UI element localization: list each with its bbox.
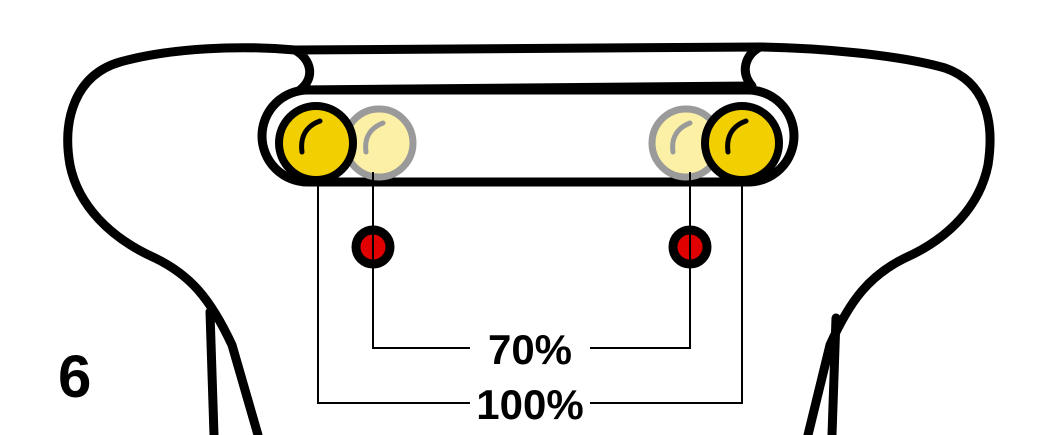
- leader-100-right: [590, 178, 743, 404]
- housing-right-inner-edge: [827, 313, 841, 435]
- housing-top-rail: [290, 42, 765, 95]
- lamp-full-icon: [275, 102, 357, 184]
- lamp-full-glint: [725, 118, 749, 155]
- leader-70-left: [372, 172, 470, 349]
- leader-lines: [317, 172, 743, 404]
- lamp-full-icon: [701, 102, 783, 184]
- lamp-dim-glint: [670, 120, 693, 155]
- label-70-percent: 70%: [488, 326, 572, 373]
- leader-70-right: [590, 172, 691, 349]
- housing-right-outline: [755, 42, 995, 435]
- lamp-full-right: [701, 102, 783, 184]
- housing-left-outline: [63, 43, 300, 435]
- lamp-full-glint: [299, 118, 323, 155]
- lamp-dim-glint: [363, 120, 386, 155]
- lamp-full-left: [275, 102, 357, 184]
- step-number: 6: [58, 343, 91, 410]
- label-100-percent: 100%: [476, 381, 583, 428]
- housing-left-inner-edge: [205, 307, 219, 435]
- leader-100-left: [317, 178, 470, 404]
